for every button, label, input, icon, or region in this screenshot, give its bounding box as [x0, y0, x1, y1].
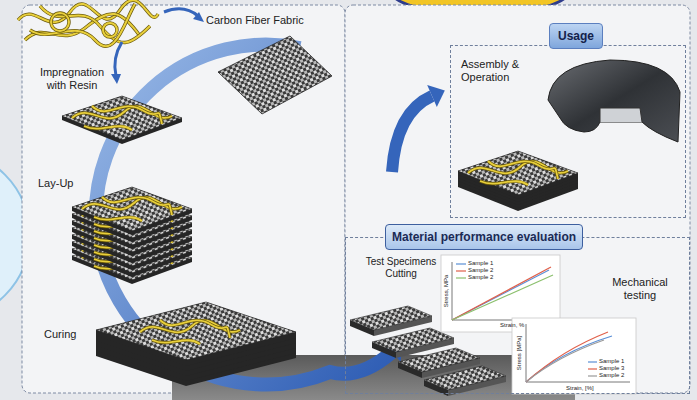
step-label: Impregnation with Resin	[31, 66, 113, 91]
step-arrow	[111, 9, 204, 84]
result-panel	[345, 5, 690, 393]
panel-box: UsageAssembly & Operation	[450, 45, 686, 218]
step-label: Mechanical testing	[600, 276, 680, 301]
laminate-stack	[458, 151, 578, 211]
axis-title: Strain, [%]	[566, 385, 594, 392]
legend-text: Sample 3	[599, 365, 624, 372]
axis-title: Stress [MPa]	[516, 336, 523, 370]
cured-laminate	[96, 302, 296, 386]
usage-arrow	[392, 85, 445, 172]
layup-stack	[72, 187, 192, 284]
legend-text: Sample 1	[599, 358, 624, 365]
legend-text: Sample 2	[468, 267, 493, 274]
legend-text: Sample 2	[468, 274, 493, 281]
legend-text: Sample 2	[599, 372, 624, 379]
panel-heading: Material performance evaluation	[385, 224, 583, 250]
fabric-sheet	[218, 36, 332, 114]
step-label: Lay-Up	[38, 177, 73, 190]
step-label: Carbon Fiber Fabric	[206, 14, 304, 27]
axis-title: Stress, MPa	[443, 275, 450, 308]
stress-strain-chart	[512, 318, 636, 394]
composite-part	[548, 60, 680, 142]
fiber-tangle	[18, 0, 158, 46]
axis-title: Strain, %	[500, 322, 524, 329]
panel-text: Assembly & Operation	[461, 58, 545, 84]
panel-heading: Usage	[549, 23, 603, 49]
impregnated-ply	[62, 96, 182, 144]
step-label: Curing	[44, 328, 76, 341]
step-label: Test Specimens Cutting	[362, 256, 440, 279]
legend-text: Sample 1	[468, 260, 493, 267]
